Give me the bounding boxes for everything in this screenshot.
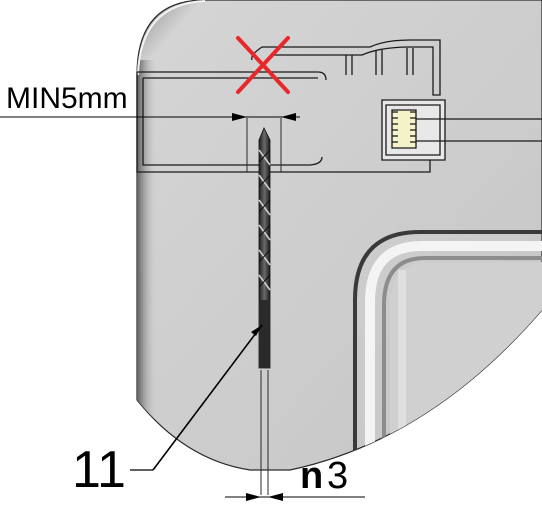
frame-profile (136, 39, 542, 173)
inner-corner-recess (353, 230, 542, 470)
drill-bit (258, 127, 271, 369)
panel-body (136, 0, 542, 471)
hole-center-lines (246, 118, 282, 495)
diameter-dimension: n 3 (225, 455, 365, 501)
diameter-symbol: n (300, 455, 323, 497)
min-spacing-dimension: MIN5mm (0, 82, 300, 121)
diameter-value: 3 (327, 455, 348, 497)
min-spacing-label: MIN5mm (6, 82, 128, 115)
part-number-label: 11 (72, 441, 126, 499)
part-leader: 11 (72, 324, 263, 499)
red-cross-icon (236, 36, 290, 94)
